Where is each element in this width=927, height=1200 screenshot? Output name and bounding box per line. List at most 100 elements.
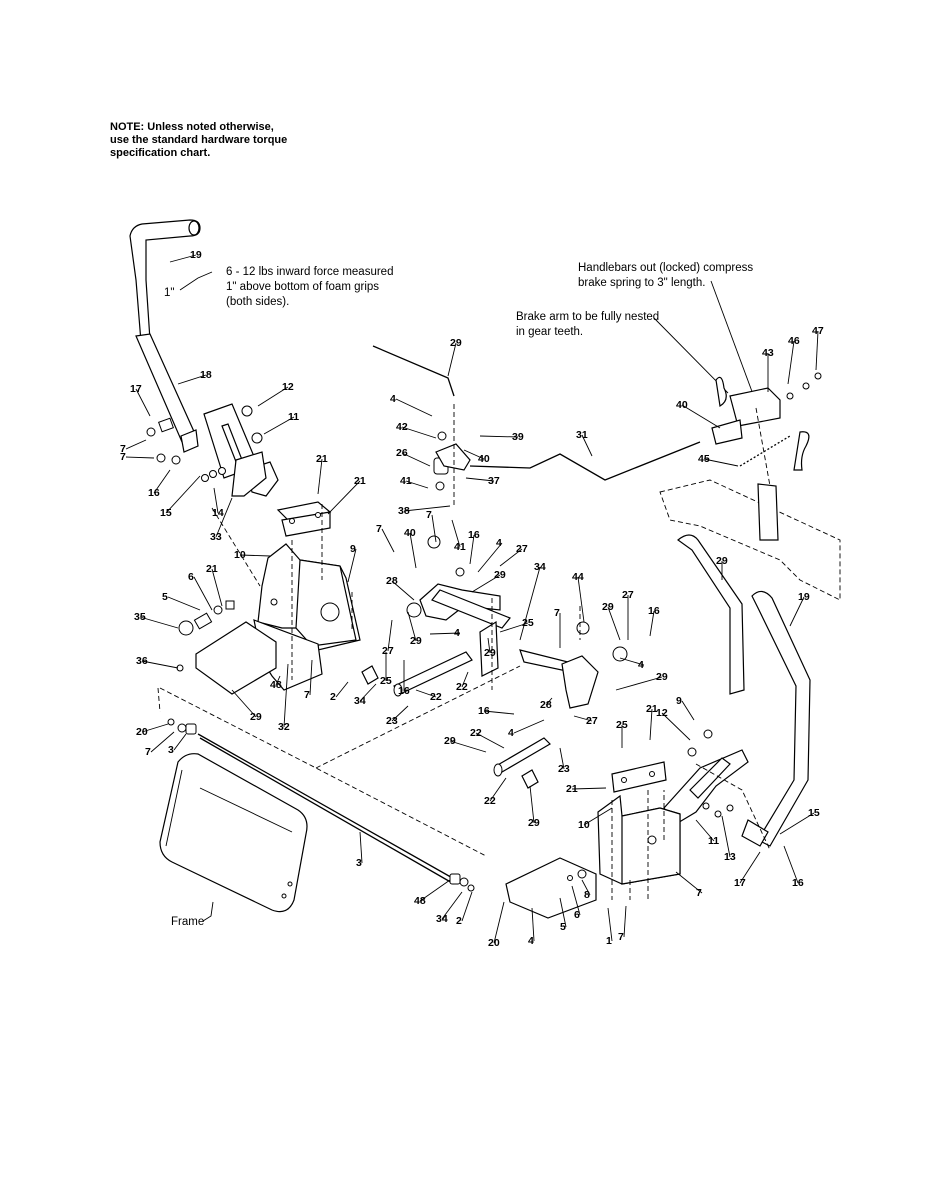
callout-leader [415, 689, 437, 698]
callout-number: 48 [414, 895, 426, 907]
callout-leader [499, 622, 529, 633]
callout-leader [165, 475, 201, 514]
callout-number: 29 [450, 337, 462, 349]
callout-number: 47 [812, 325, 824, 337]
callout-leader [391, 580, 415, 601]
callout-leader [489, 777, 507, 802]
callout-leader [153, 469, 171, 494]
callout-leader [475, 732, 505, 749]
callout-number: 4 [390, 393, 396, 405]
callout-leader [347, 548, 357, 583]
force-note-line: (both sides). [226, 296, 289, 308]
callout-leader [381, 528, 395, 553]
callout-leader [649, 708, 653, 741]
callout-number: 35 [134, 611, 146, 623]
callout-number: 7 [426, 509, 432, 521]
callout-leader [141, 723, 169, 733]
callout-number: 42 [396, 421, 408, 433]
callout-number: 45 [698, 453, 710, 465]
callout-number: 21 [566, 783, 578, 795]
callout-leader [441, 891, 463, 920]
callout-leader [359, 683, 377, 702]
frame-section [659, 479, 841, 601]
callout-number: 39 [512, 431, 524, 443]
callout-leader [463, 449, 485, 460]
callout-leader [135, 388, 151, 417]
callout-number: 7 [554, 607, 560, 619]
callout-number: 21 [354, 475, 366, 487]
frame-label: Frame [171, 916, 204, 928]
cross-shaft [167, 718, 475, 892]
callout-number: 20 [488, 937, 500, 949]
callout-leader [405, 480, 429, 489]
brake-arm-note-line: in gear teeth. [516, 326, 583, 338]
callout-leader [215, 497, 233, 538]
callout-number: 6 [188, 571, 194, 583]
callout-leader [283, 663, 289, 728]
callout-leader [571, 885, 581, 916]
callout-number: 40 [478, 453, 490, 465]
callout-number: 34 [354, 695, 366, 707]
callout-leader [395, 398, 433, 417]
callout-leader [471, 574, 501, 593]
left-control-box [176, 501, 361, 695]
callout-leader [403, 505, 451, 512]
callout-number: 15 [160, 507, 172, 519]
torque-note-line: NOTE: Unless noted otherwise, [110, 121, 274, 133]
callout-number: 29 [410, 635, 422, 647]
callout-number: 29 [444, 735, 456, 747]
callout-number: 28 [386, 575, 398, 587]
torque-note-line: specification chart. [110, 147, 211, 159]
brake-arm-note-line: Brake arm to be fully nested [516, 311, 659, 323]
callout-leader [309, 659, 313, 696]
callout-leader [477, 542, 503, 573]
callout-number: 31 [576, 429, 588, 441]
frame-shield [159, 753, 308, 913]
callout-number: 27 [622, 589, 634, 601]
callout-leader [499, 548, 523, 567]
callout-number: 29 [528, 817, 540, 829]
callout-leader [739, 851, 761, 884]
callout-leader [125, 439, 147, 450]
callout-leader [173, 733, 187, 751]
center-linkage [361, 535, 628, 789]
callout-leader [661, 712, 691, 741]
callout-leader [783, 845, 799, 884]
callout-number: 34 [436, 913, 448, 925]
torque-note-line: use the standard hardware torque [110, 134, 288, 146]
callout-number: 7 [304, 689, 310, 701]
callout-leader [469, 534, 475, 565]
callout-leader [391, 705, 409, 722]
callout-leader [139, 616, 179, 629]
callout-number: 17 [734, 877, 746, 889]
callout-leader [359, 831, 363, 864]
callout-leader [779, 812, 815, 835]
callout-number: 29 [716, 555, 728, 567]
callout-leader [559, 747, 565, 770]
callout-number: 14 [212, 507, 224, 519]
callout-leader [239, 554, 271, 557]
force-note-line: 1" above bottom of foam grips [226, 281, 379, 293]
callout-number: 3 [356, 857, 362, 869]
right-handlebars [677, 534, 811, 847]
callout-leader [681, 700, 695, 721]
callout-number: 29 [494, 569, 506, 581]
callout-number: 11 [708, 835, 719, 847]
callout-leader [815, 330, 819, 371]
callout-leader [211, 568, 223, 607]
callout-number: 10 [578, 819, 590, 831]
callout-number: 21 [646, 703, 658, 715]
callout-leader [167, 596, 201, 611]
callout-leader [387, 619, 393, 652]
handlebars-note-line: brake spring to 3" length. [578, 277, 705, 289]
callout-leader [529, 785, 535, 824]
handlebars-note-leader [710, 280, 758, 406]
callout-leader [431, 514, 437, 543]
callout-leader [429, 632, 461, 635]
callout-number: 12 [656, 707, 668, 719]
torque-note: NOTE: Unless noted otherwise, use the st… [110, 121, 330, 160]
callout-number: 28 [540, 699, 552, 711]
callout-number: 16 [468, 529, 480, 541]
callout-leader [619, 657, 645, 666]
